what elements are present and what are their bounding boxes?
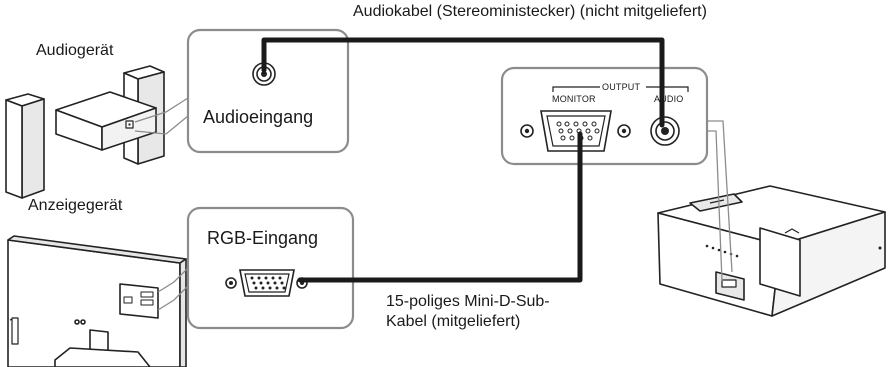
- projector-illustration: [657, 185, 886, 317]
- vga-cable-label-line2: Kabel (mitgeliefert): [386, 313, 521, 330]
- audio-input-panel: [186, 28, 350, 154]
- projector-zoom-lines: [707, 120, 733, 282]
- audio-device-label: Audiogerät: [36, 42, 114, 59]
- audio-out-jack: [650, 116, 680, 146]
- rgb-input-label: RGB-Eingang: [207, 228, 319, 248]
- rgb-input-panel: [186, 206, 355, 330]
- audio-cable-label: Audiokabel (Stereoministecker) (nicht mi…: [353, 3, 707, 20]
- vga-cable-label-line1: 15-poliges Mini-D-Sub-: [386, 293, 550, 310]
- monitor-out-connector: [520, 110, 631, 152]
- audio-device-illustration: [5, 65, 165, 199]
- audio-cable: [261, 37, 665, 128]
- monitor-label: MONITOR: [552, 94, 596, 104]
- rgb-input-connector: [225, 269, 308, 297]
- audio-zoom-lines: [134, 97, 189, 135]
- display-zoom-lines: [157, 267, 189, 311]
- output-label: OUTPUT: [602, 82, 641, 92]
- display-device-illustration: [7, 235, 187, 367]
- display-device-label: Anzeigegerät: [28, 197, 123, 214]
- vga-cable: [297, 131, 583, 283]
- audio-port-label: AUDIO: [654, 94, 684, 104]
- audio-input-label: Audioeingang: [203, 107, 314, 127]
